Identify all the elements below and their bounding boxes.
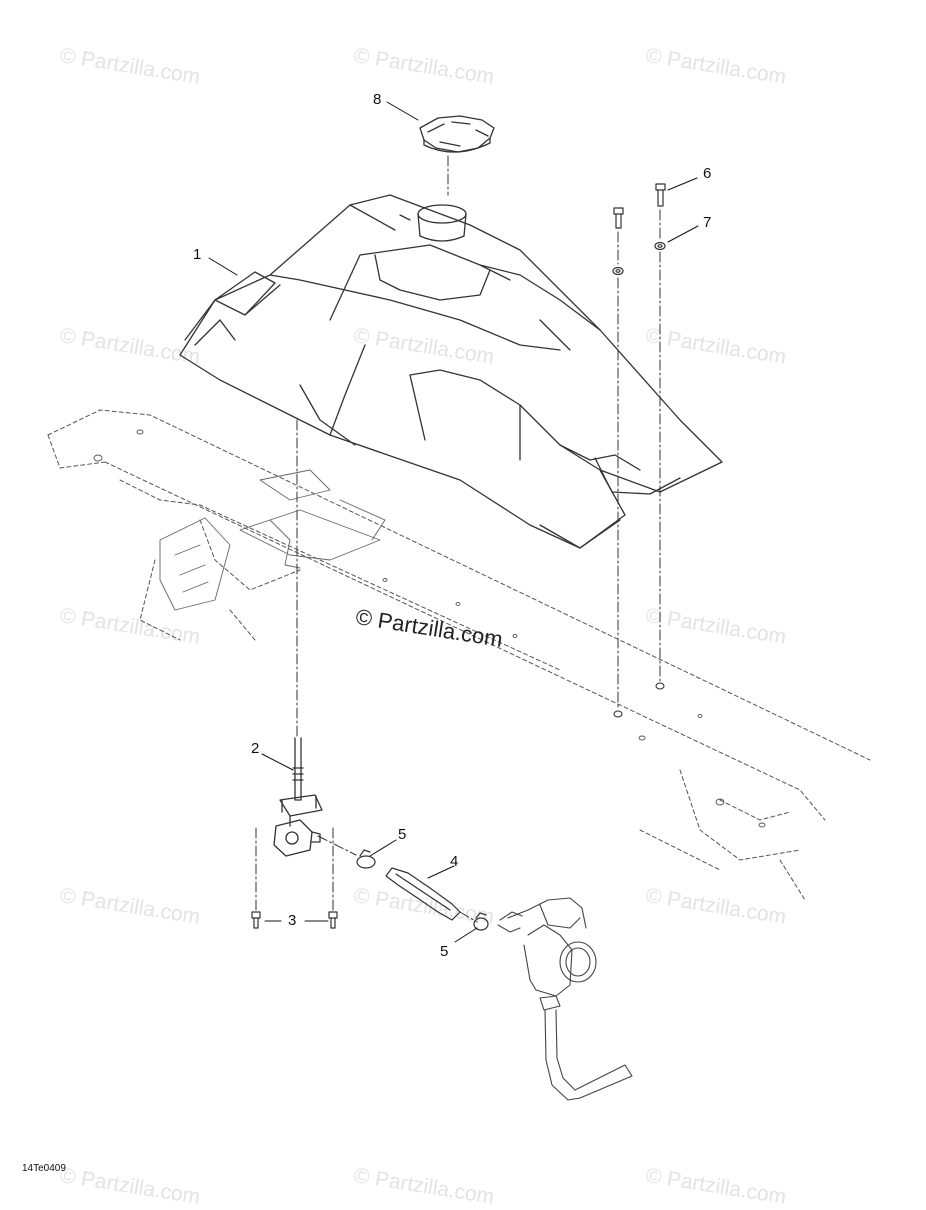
leader-lines	[208, 101, 699, 943]
washer-7	[654, 241, 666, 251]
fuel-valve	[273, 737, 323, 857]
callout-8: 8	[373, 91, 382, 108]
callout-3: 3	[288, 912, 297, 929]
screws-3	[251, 911, 338, 929]
clamp-upper	[356, 849, 376, 869]
assembly-lines	[255, 155, 661, 923]
callout-6: 6	[703, 165, 712, 182]
frame-nuts	[613, 682, 665, 718]
callout-1: 1	[193, 246, 202, 263]
callout-4: 4	[450, 853, 459, 870]
filler-cap	[419, 115, 495, 153]
fuel-hose	[385, 867, 461, 921]
frame-rail	[47, 409, 871, 901]
callout-7: 7	[703, 214, 712, 231]
clamp-lower	[473, 912, 489, 931]
callout-5-upper: 5	[398, 826, 407, 843]
bolt-left	[613, 207, 624, 229]
callout-5-lower: 5	[440, 943, 449, 960]
fuel-tank	[179, 194, 723, 549]
bolt-6	[655, 183, 666, 207]
washer-left	[612, 266, 624, 276]
drawing-code: 14Te0409	[22, 1163, 66, 1174]
carburetor	[497, 897, 633, 1101]
frame-bracket	[159, 469, 386, 611]
callout-2: 2	[251, 740, 260, 757]
frame-holes	[93, 429, 766, 828]
